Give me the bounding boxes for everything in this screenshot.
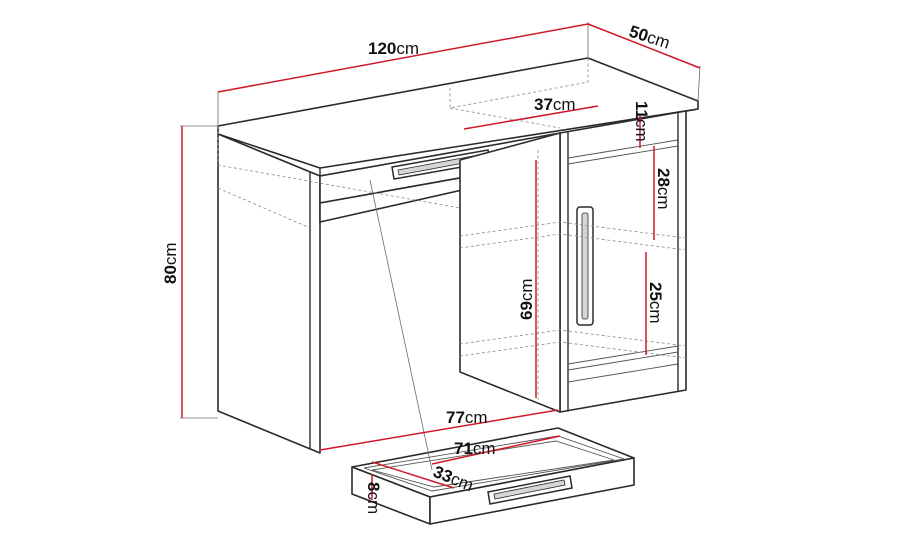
- dimension-lines: [180, 22, 701, 500]
- label-drawer-height: 8cm: [364, 482, 383, 514]
- label-leg-height: 69cm: [517, 278, 536, 320]
- label-height: 80cm: [161, 242, 180, 284]
- label-knee-width: 77cm: [446, 408, 488, 427]
- dim-line-inner-depth: [463, 105, 599, 130]
- label-shelf-upper: 28cm: [654, 168, 673, 210]
- desk: [217, 57, 699, 454]
- label-drawer-width: 71cm: [454, 439, 496, 458]
- hidden-lines: [217, 58, 687, 400]
- drawer-box: [351, 179, 635, 525]
- dim-line-width: [217, 23, 589, 93]
- label-inner-depth: 37cm: [534, 95, 576, 114]
- drawer-box-handle: [487, 475, 573, 505]
- door-handle: [576, 206, 594, 326]
- dim-line-drawer-width: [431, 435, 561, 465]
- dim-line-drawer-depth: [371, 461, 455, 489]
- label-shelf-lower: 25cm: [646, 282, 665, 324]
- left-side-panel: [217, 133, 321, 454]
- label-width: 120cm: [368, 39, 419, 58]
- cabinet-side: [459, 132, 561, 413]
- label-top-gap: 11cm: [632, 101, 651, 142]
- dim-line-knee-width: [319, 409, 559, 451]
- dim-line-depth: [587, 23, 701, 69]
